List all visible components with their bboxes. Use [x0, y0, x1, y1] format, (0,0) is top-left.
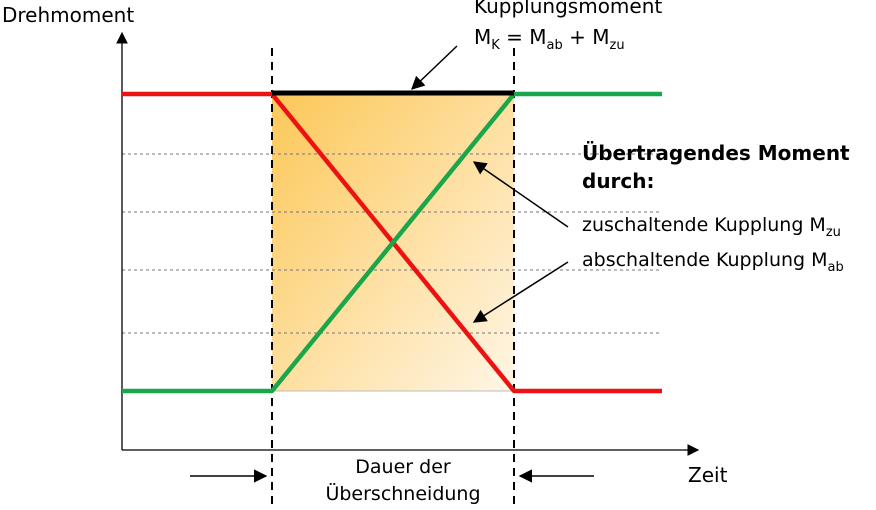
y-axis-label: Drehmoment	[2, 3, 134, 27]
transmitted-heading-line2: durch:	[582, 169, 655, 193]
formula-term2-sub: zu	[610, 38, 625, 53]
formula-term2: M	[592, 25, 609, 49]
x-axis-label: Zeit	[688, 463, 728, 487]
engaging-label-arrow	[472, 161, 569, 228]
engaging-clutch-curve	[122, 91, 662, 394]
engaging-label-sub: zu	[826, 225, 841, 240]
coupling-moment-title: Kupplungsmoment	[474, 0, 662, 18]
formula-eq: =	[500, 25, 529, 49]
disengaging-label-sub: ab	[828, 260, 844, 275]
engaging-clutch-label: zuschaltende Kupplung Mzu	[582, 214, 841, 240]
disengaging-clutch-label: abschaltende Kupplung Mab	[582, 249, 844, 275]
formula-plus: +	[563, 25, 592, 49]
formula-lhs: M	[474, 25, 491, 49]
disengaging-label-arrow	[472, 261, 569, 323]
disengaging-label-text: abschaltende Kupplung M	[582, 249, 828, 271]
formula-term1-sub: ab	[547, 38, 563, 53]
dotted-gridlines	[122, 153, 662, 334]
coupling-moment-arrow	[411, 45, 458, 90]
formula-lhs-sub: K	[491, 38, 500, 53]
duration-label-line2: Überschneidung	[325, 482, 480, 505]
engaging-label-text: zuschaltende Kupplung M	[582, 214, 826, 236]
duration-label-line1: Dauer der	[355, 456, 451, 478]
formula-term1: M	[529, 25, 546, 49]
transmitted-heading-line1: Übertragendes Moment	[582, 141, 850, 165]
coupling-moment-formula: MK = Mab + Mzu	[474, 25, 625, 53]
